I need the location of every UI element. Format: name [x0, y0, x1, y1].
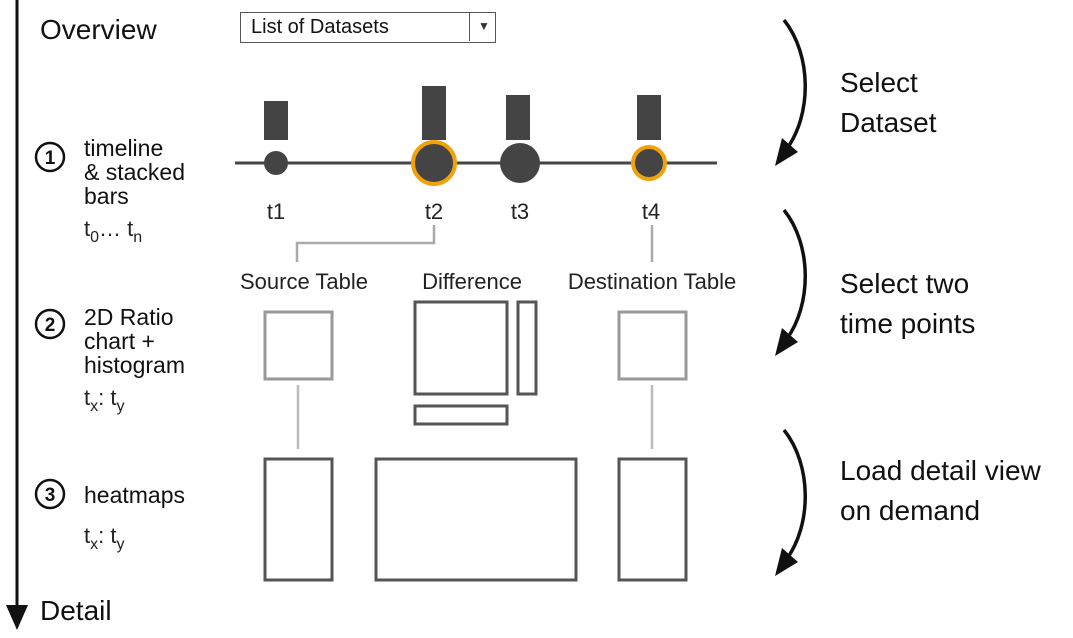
step-2-line-1: 2D Ratio [84, 304, 173, 330]
step-3: 3 heatmaps tx: ty [34, 478, 185, 553]
stacked-bar-t3[interactable] [506, 95, 530, 140]
action-1-line-1: Select [840, 67, 918, 98]
load-detail-arrowhead-icon [775, 548, 798, 576]
timepoint-t2[interactable] [411, 140, 457, 186]
difference-ratio-chart[interactable] [413, 300, 509, 396]
timeline: t1 t2 t3 t4 [235, 86, 717, 224]
triangle-down-icon: ▼ [478, 19, 490, 33]
timepoint-label-t1: t1 [267, 199, 285, 224]
timepoint-label-t3: t3 [511, 199, 529, 224]
step-1-time-range: t0… tn [84, 216, 142, 246]
action-3-line-2: on demand [840, 495, 980, 526]
step-2-line-2: chart + [84, 328, 155, 354]
select-dataset-arrowhead-icon [775, 138, 798, 166]
step-1: 1 timeline & stacked bars t0… tn [34, 135, 185, 246]
axis-arrowhead-icon [6, 605, 28, 630]
timepoint-t3[interactable] [500, 143, 540, 183]
source-table-label: Source Table [240, 269, 368, 294]
step-2: 2 2D Ratio chart + histogram tx: ty [34, 304, 185, 415]
difference-histogram-horizontal[interactable] [413, 404, 509, 426]
action-2-line-2: time points [840, 308, 975, 339]
axis-top-label: Overview [40, 14, 157, 45]
source-heatmap[interactable] [263, 457, 334, 582]
destination-table-label: Destination Table [568, 269, 736, 294]
stacked-bar-t4[interactable] [637, 95, 661, 140]
select-timepoints-arrow-icon [782, 208, 807, 342]
step-2-number-badge [34, 308, 66, 340]
step-1-line-3: bars [84, 183, 129, 209]
difference-histogram-vertical[interactable] [516, 300, 538, 396]
step-2-line-3: histogram [84, 352, 185, 378]
load-detail-arrow-icon [782, 428, 807, 562]
timepoint-t4[interactable] [631, 145, 667, 181]
destination-heatmap[interactable] [617, 457, 688, 582]
step-1-number: 1 [45, 148, 56, 169]
stacked-bar-t2[interactable] [422, 86, 446, 140]
timepoint-label-t4: t4 [642, 199, 660, 224]
step-3-number-badge [34, 478, 66, 510]
stacked-bar-t1[interactable] [264, 101, 288, 140]
destination-ratio-chart[interactable] [617, 310, 688, 381]
step-1-line-2: & stacked [84, 159, 185, 185]
difference-heatmap[interactable] [374, 457, 578, 582]
dataset-select-toggle[interactable]: ▼ [469, 13, 495, 41]
select-timepoints-arrowhead-icon [775, 328, 798, 356]
step-3-line-1: heatmaps [84, 482, 185, 508]
step-3-number: 3 [45, 485, 56, 506]
step-2-time-pair: tx: ty [84, 385, 124, 415]
timepoint-t1[interactable] [264, 151, 288, 175]
timepoint-label-t2: t2 [425, 199, 443, 224]
connector-t2-to-source [295, 225, 436, 262]
step-1-number-badge [34, 141, 66, 173]
select-dataset-arrow-icon [782, 18, 807, 152]
source-ratio-chart[interactable] [263, 310, 334, 381]
step-2-number: 2 [45, 315, 56, 336]
axis-bottom-label: Detail [40, 595, 112, 626]
action-2-line-1: Select two [840, 268, 969, 299]
step-3-time-pair: tx: ty [84, 523, 124, 553]
step-1-line-1: timeline [84, 135, 163, 161]
action-3-line-1: Load detail view [840, 455, 1042, 486]
dataset-select-value: List of Datasets [251, 16, 389, 38]
difference-label: Difference [422, 269, 522, 294]
dataset-select[interactable]: List of Datasets ▼ [240, 12, 496, 43]
action-1-line-2: Dataset [840, 107, 937, 138]
